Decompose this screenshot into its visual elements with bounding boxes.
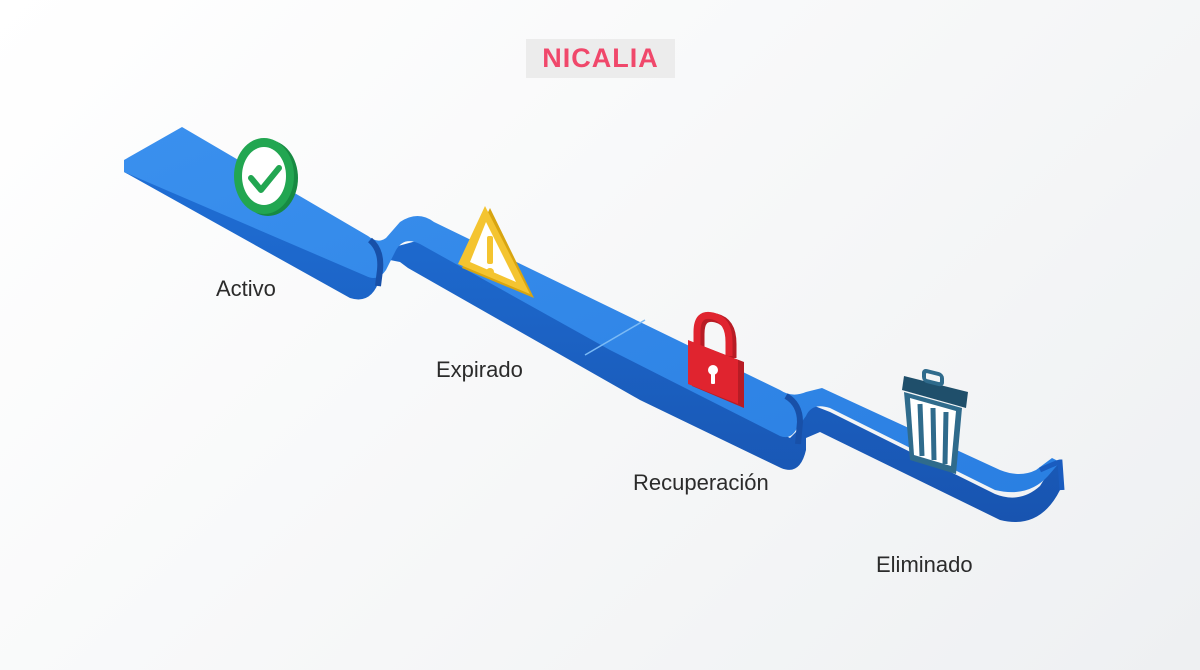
ribbon-end-curl xyxy=(1038,459,1065,491)
ribbon-side xyxy=(124,160,1062,522)
nicalia-logo: NICALIA xyxy=(526,39,675,78)
check-circle-icon xyxy=(234,138,298,216)
stage-label-recuperacion: Recuperación xyxy=(633,470,769,495)
warning-triangle-icon xyxy=(458,206,534,298)
stage-label-expirado: Expirado xyxy=(436,357,523,382)
ribbon-bend-1 xyxy=(367,237,384,287)
logo-text: NICALIA xyxy=(542,43,659,73)
stage-label-activo: Activo xyxy=(216,276,276,301)
padlock-icon xyxy=(688,311,744,408)
stage-label-eliminado: Eliminado xyxy=(876,552,973,577)
ribbon-seam xyxy=(584,319,646,356)
ribbon-top xyxy=(124,127,1060,493)
ribbon-bend-2 xyxy=(784,393,804,445)
trash-can-icon xyxy=(902,368,968,474)
